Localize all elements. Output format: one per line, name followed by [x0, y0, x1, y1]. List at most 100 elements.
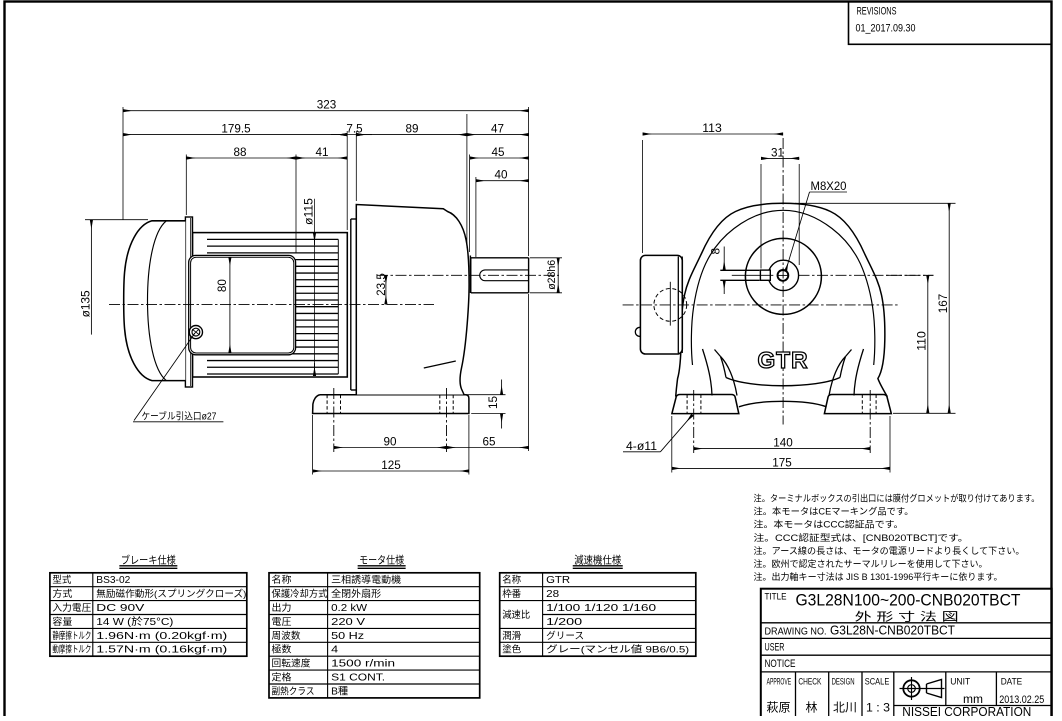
- svg-text:USER: USER: [765, 642, 785, 654]
- svg-text:31: 31: [771, 145, 784, 159]
- svg-text:グレー(マンセル値 9B6/0.5): グレー(マンセル値 9B6/0.5): [546, 644, 689, 656]
- svg-text:ブレーキ仕様: ブレーキ仕様: [121, 554, 176, 567]
- svg-text:65: 65: [483, 435, 496, 449]
- svg-text:注。ターミナルボックスの引出口には膜付グロメットが取り付けて: 注。ターミナルボックスの引出口には膜付グロメットが取り付けてあります。: [754, 493, 1040, 504]
- svg-text:回転速度: 回転速度: [272, 658, 311, 670]
- svg-text:50 Hz: 50 Hz: [331, 631, 364, 642]
- svg-text:14 W (於75°C): 14 W (於75°C): [96, 615, 173, 628]
- svg-text:323: 323: [317, 98, 337, 112]
- svg-text:注。出力軸キー寸法は JIS B 1301-1996平行キー: 注。出力軸キー寸法は JIS B 1301-1996平行キーに依ります。: [754, 571, 1003, 582]
- svg-text:113: 113: [702, 121, 722, 135]
- svg-text:方式: 方式: [52, 588, 73, 600]
- svg-text:TITLE: TITLE: [765, 592, 787, 602]
- svg-text:NISSEI CORPORATION: NISSEI CORPORATION: [902, 704, 1031, 716]
- svg-text:0.2 kW: 0.2 kW: [331, 603, 367, 614]
- svg-text:1 : 3: 1 : 3: [866, 701, 890, 715]
- svg-text:容量: 容量: [52, 616, 73, 628]
- svg-text:電圧: 電圧: [272, 617, 293, 628]
- svg-text:GTR: GTR: [546, 575, 570, 586]
- svg-text:北川: 北川: [833, 701, 857, 715]
- svg-text:40: 40: [495, 168, 508, 182]
- svg-text:DESIGN: DESIGN: [832, 677, 855, 687]
- svg-text:DC 90V: DC 90V: [96, 603, 144, 614]
- svg-text:179.5: 179.5: [221, 122, 250, 136]
- svg-text:注。本モータはCCC認証品です。: 注。本モータはCCC認証品です。: [754, 519, 904, 530]
- svg-text:周波数: 周波数: [272, 630, 301, 642]
- svg-text:林: 林: [805, 701, 817, 715]
- svg-text:45: 45: [492, 145, 505, 159]
- svg-text:28: 28: [546, 589, 559, 600]
- svg-text:萩原: 萩原: [767, 701, 791, 715]
- svg-text:定格: 定格: [272, 672, 293, 684]
- svg-text:UNIT: UNIT: [950, 677, 970, 687]
- svg-text:140: 140: [773, 436, 793, 450]
- svg-text:89: 89: [406, 122, 419, 136]
- svg-text:外 形 寸 法 図: 外 形 寸 法 図: [855, 610, 959, 624]
- svg-text:DRAWING NO.: DRAWING NO.: [765, 626, 827, 637]
- svg-text:1.57N·m (0.16kgf·m): 1.57N·m (0.16kgf·m): [96, 645, 227, 656]
- svg-text:80: 80: [215, 279, 229, 292]
- svg-text:ø135: ø135: [79, 290, 93, 317]
- svg-text:167: 167: [936, 294, 950, 314]
- svg-text:名称: 名称: [502, 574, 521, 586]
- svg-text:1.96N·m (0.20kgf·m): 1.96N·m (0.20kgf·m): [96, 631, 227, 642]
- svg-text:静摩擦トルク: 静摩擦トルク: [52, 630, 91, 642]
- svg-text:NOTICE: NOTICE: [765, 658, 796, 670]
- svg-text:全閉外扇形: 全閉外扇形: [331, 588, 382, 600]
- svg-text:ケーブル引込口ø27: ケーブル引込口ø27: [142, 410, 217, 423]
- svg-text:G3L28N-CNB020TBCT: G3L28N-CNB020TBCT: [830, 623, 955, 637]
- svg-text:88: 88: [234, 145, 247, 159]
- svg-text:注。アース線の長さは、モータの電源リードより長くして下さい。: 注。アース線の長さは、モータの電源リードより長くして下さい。: [754, 545, 1025, 556]
- svg-text:塗色: 塗色: [502, 644, 521, 656]
- svg-text:BS3-02: BS3-02: [96, 575, 130, 586]
- svg-text:15: 15: [486, 396, 500, 409]
- svg-text:M8X20: M8X20: [811, 179, 847, 193]
- svg-text:副熱クラス: 副熱クラス: [272, 685, 315, 697]
- svg-text:47: 47: [491, 122, 504, 136]
- svg-text:110: 110: [915, 331, 929, 351]
- svg-text:41: 41: [316, 145, 329, 159]
- svg-text:01_2017.09.30: 01_2017.09.30: [856, 23, 916, 35]
- svg-text:23.5: 23.5: [374, 273, 388, 296]
- svg-text:SCALE: SCALE: [865, 677, 890, 687]
- svg-text:90: 90: [384, 435, 397, 449]
- svg-text:注。本モータはCEマーキング品です。: 注。本モータはCEマーキング品です。: [754, 506, 914, 517]
- svg-text:mm: mm: [963, 692, 983, 706]
- svg-text:保護冷却方式: 保護冷却方式: [272, 588, 328, 600]
- svg-text:APPROVE: APPROVE: [767, 677, 792, 687]
- svg-text:1500 r/min: 1500 r/min: [331, 659, 395, 670]
- svg-text:4: 4: [331, 645, 338, 656]
- svg-text:減速比: 減速比: [502, 609, 530, 621]
- svg-text:注。CCC認証型式は、[CNB020TBCT]です。: 注。CCC認証型式は、[CNB020TBCT]です。: [754, 532, 969, 543]
- svg-text:無励磁作動形(スプリングクローズ): 無励磁作動形(スプリングクローズ): [96, 588, 246, 599]
- svg-text:220 V: 220 V: [331, 617, 365, 628]
- svg-text:ø28h6: ø28h6: [546, 260, 558, 290]
- svg-text:潤滑: 潤滑: [502, 630, 521, 642]
- svg-text:1/200: 1/200: [546, 617, 582, 628]
- svg-text:ø115: ø115: [302, 198, 316, 225]
- svg-text:グリース: グリース: [546, 630, 584, 642]
- svg-text:8: 8: [709, 248, 723, 255]
- svg-text:7.5: 7.5: [346, 122, 362, 136]
- svg-text:入力電圧: 入力電圧: [52, 602, 91, 614]
- svg-text:三相誘導電動機: 三相誘導電動機: [331, 574, 402, 586]
- svg-text:注。欧州で認定されたサーマルリレーを使用して下さい。: 注。欧州で認定されたサーマルリレーを使用して下さい。: [754, 558, 988, 569]
- svg-text:CHECK: CHECK: [798, 677, 821, 687]
- svg-text:名称: 名称: [272, 574, 293, 586]
- svg-text:175: 175: [772, 455, 792, 469]
- svg-text:枠番: 枠番: [502, 588, 521, 600]
- svg-text:1/100 1/120 1/160: 1/100 1/120 1/160: [546, 603, 656, 614]
- svg-text:減速機仕様: 減速機仕様: [574, 554, 621, 567]
- svg-text:B種: B種: [331, 684, 348, 697]
- svg-text:G3L28N100~200-CNB020TBCT: G3L28N100~200-CNB020TBCT: [796, 591, 1021, 610]
- svg-text:125: 125: [381, 458, 401, 472]
- svg-text:モータ仕様: モータ仕様: [359, 554, 404, 567]
- svg-text:出力: 出力: [272, 602, 292, 614]
- svg-text:動摩擦トルク: 動摩擦トルク: [52, 644, 91, 656]
- svg-text:REVISIONS: REVISIONS: [857, 6, 897, 18]
- svg-text:2013.02.25: 2013.02.25: [999, 694, 1044, 706]
- svg-text:DATE: DATE: [1001, 677, 1023, 687]
- svg-text:S1 CONT.: S1 CONT.: [331, 673, 385, 684]
- svg-text:GTR: GTR: [758, 347, 809, 373]
- svg-text:極数: 極数: [272, 644, 293, 656]
